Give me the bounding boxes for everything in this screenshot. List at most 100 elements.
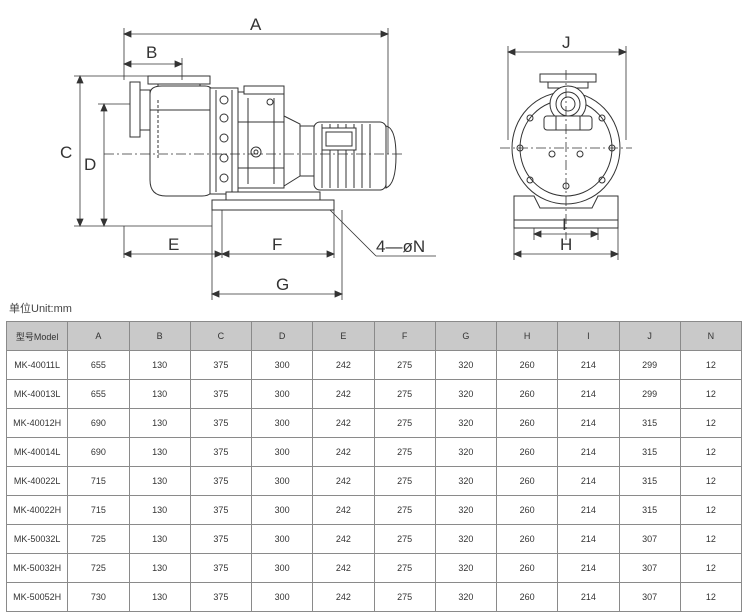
dimension-cell: 130 <box>128 582 191 612</box>
dimension-cell: 655 <box>67 350 130 380</box>
dimension-cell: 725 <box>67 553 130 583</box>
dimension-cell: 375 <box>189 350 253 380</box>
dimension-cell: 242 <box>312 495 375 525</box>
dimension-cell: 242 <box>312 582 375 612</box>
dimension-cell: 275 <box>373 379 436 409</box>
pump-front-view <box>500 70 632 240</box>
dimension-cell: 300 <box>250 408 314 438</box>
dimension-cell: 130 <box>128 408 191 438</box>
dimension-cell: 299 <box>618 379 681 409</box>
dimension-cell: 307 <box>618 553 681 583</box>
model-cell: MK-40013L <box>5 379 69 409</box>
dimension-cell: 214 <box>557 466 620 496</box>
dimension-cell: 275 <box>373 437 436 467</box>
dimension-cell: 300 <box>250 437 314 467</box>
dimension-cell: 130 <box>128 437 191 467</box>
dimension-cell: 320 <box>434 553 498 583</box>
dimension-cell: 320 <box>434 437 498 467</box>
dim-a-label: A <box>250 15 262 34</box>
dimension-cell: 690 <box>67 408 130 438</box>
dimension-cell: 260 <box>495 466 559 496</box>
dimension-cell: 214 <box>557 437 620 467</box>
dimension-cell: 300 <box>250 379 314 409</box>
dimension-cell: 299 <box>618 350 681 380</box>
dimension-cell: 130 <box>128 379 191 409</box>
dimension-cell: 275 <box>373 553 436 583</box>
dimension-cell: 275 <box>373 350 436 380</box>
model-cell: MK-40022H <box>5 495 69 525</box>
dimension-cell: 260 <box>495 437 559 467</box>
dimension-cell: 130 <box>128 350 191 380</box>
dimension-cell: 12 <box>679 350 743 380</box>
dimension-cell: 12 <box>679 553 743 583</box>
pump-dimension-drawing: A B C D E F G 4—øN <box>60 15 632 300</box>
dimension-cell: 725 <box>67 524 130 554</box>
dim-e-label: E <box>168 235 179 254</box>
dimension-cell: 375 <box>189 379 253 409</box>
dimension-cell: 320 <box>434 379 498 409</box>
dimension-cell: 214 <box>557 495 620 525</box>
dimension-cell: 12 <box>679 408 743 438</box>
column-header: H <box>495 321 559 351</box>
dimension-cell: 214 <box>557 553 620 583</box>
dim-f-label: F <box>272 235 282 254</box>
dimension-cell: 130 <box>128 466 191 496</box>
model-cell: MK-50052H <box>5 582 69 612</box>
dimension-cell: 260 <box>495 408 559 438</box>
column-header: G <box>434 321 498 351</box>
dimension-cell: 320 <box>434 524 498 554</box>
dimension-cell: 275 <box>373 582 436 612</box>
dimension-cell: 315 <box>618 495 681 525</box>
column-header: F <box>373 321 436 351</box>
dimension-cell: 655 <box>67 379 130 409</box>
dimension-cell: 315 <box>618 408 681 438</box>
dimension-cell: 320 <box>434 582 498 612</box>
dimension-cell: 715 <box>67 466 130 496</box>
column-header: E <box>312 321 375 351</box>
dimension-cell: 214 <box>557 350 620 380</box>
dimension-cell: 320 <box>434 408 498 438</box>
dimension-cell: 715 <box>67 495 130 525</box>
dimension-cell: 300 <box>250 582 314 612</box>
dimension-cell: 375 <box>189 466 253 496</box>
column-header: 型号Model <box>5 321 69 351</box>
dim-i-label: I <box>562 215 567 234</box>
dimension-cell: 300 <box>250 553 314 583</box>
dim-b-label: B <box>146 43 157 62</box>
dimension-cell: 242 <box>312 350 375 380</box>
dimension-cell: 260 <box>495 350 559 380</box>
dimension-cell: 260 <box>495 524 559 554</box>
dimension-cell: 214 <box>557 524 620 554</box>
dimension-cell: 375 <box>189 582 253 612</box>
dimension-cell: 375 <box>189 495 253 525</box>
dimension-cell: 320 <box>434 495 498 525</box>
column-header: J <box>618 321 681 351</box>
model-cell: MK-40022L <box>5 466 69 496</box>
dimension-cell: 300 <box>250 466 314 496</box>
model-cell: MK-40012H <box>5 408 69 438</box>
column-header: C <box>189 321 253 351</box>
dimension-cell: 375 <box>189 408 253 438</box>
unit-label: 单位Unit:mm <box>9 303 72 315</box>
dimension-cell: 730 <box>67 582 130 612</box>
dimension-cell: 214 <box>557 408 620 438</box>
dimension-cell: 275 <box>373 524 436 554</box>
dimension-cell: 375 <box>189 524 253 554</box>
dimension-cell: 275 <box>373 495 436 525</box>
dimension-cell: 315 <box>618 437 681 467</box>
dim-d-label: D <box>84 155 96 174</box>
side-view-dimensions <box>74 28 436 300</box>
dimension-cell: 242 <box>312 437 375 467</box>
dimension-cell: 275 <box>373 466 436 496</box>
dimension-cell: 12 <box>679 437 743 467</box>
dimension-cell: 307 <box>618 582 681 612</box>
dimension-cell: 260 <box>495 582 559 612</box>
